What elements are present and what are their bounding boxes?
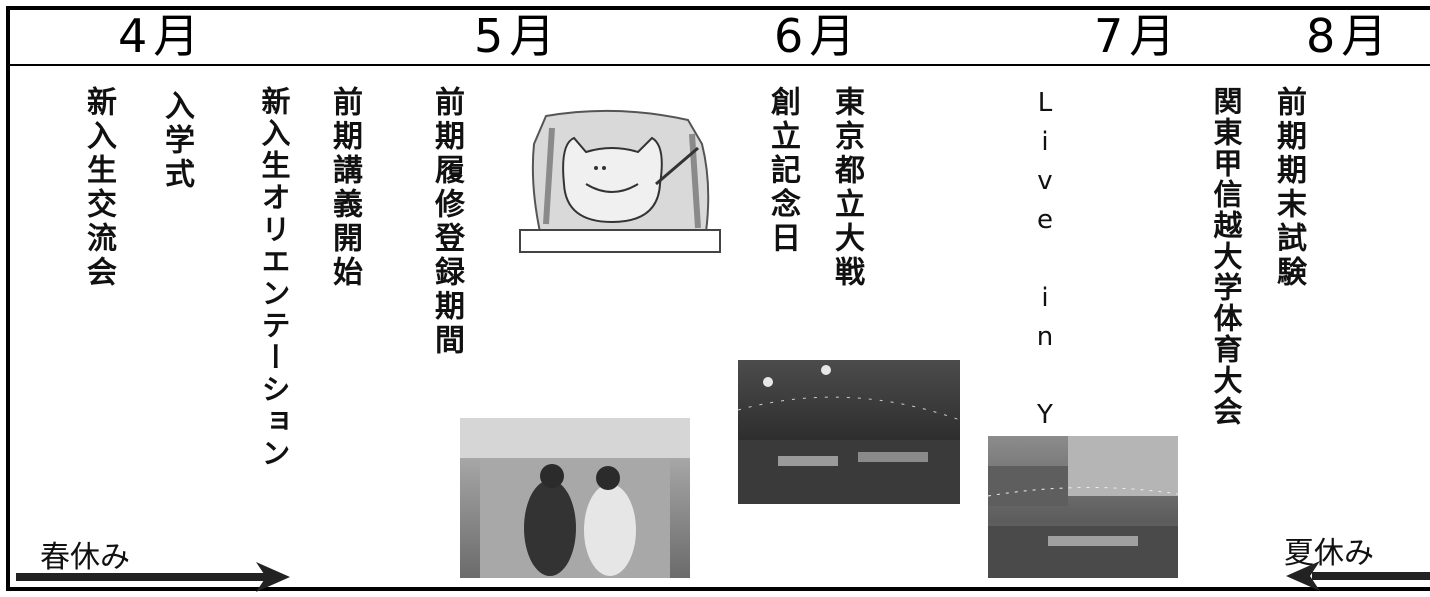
event-new-student-orientation: 新入生オリエンテーション xyxy=(257,86,291,470)
event-entrance-ceremony: 入学式 xyxy=(159,90,194,192)
month-april: 4月 xyxy=(118,9,206,63)
event-first-term-lectures: 前期講義開始 xyxy=(327,86,362,290)
arrow-right-icon xyxy=(256,562,290,592)
event-kanto-sports-meet: 関東甲信越大学体育大会 xyxy=(1209,86,1243,427)
event-new-student-exchange: 新入生交流会 xyxy=(81,86,116,290)
spring-break-label: 春休み xyxy=(40,540,130,575)
event-final-exams: 前期期末試験 xyxy=(1271,86,1306,290)
month-may: 5月 xyxy=(474,9,562,63)
month-july: 7月 xyxy=(1094,9,1182,63)
event-founding-day: 創立記念日 xyxy=(765,86,800,256)
outdoor-party-photo xyxy=(988,436,1178,578)
cat-mascot-illustration xyxy=(519,109,721,253)
night-festival-photo xyxy=(738,360,960,504)
yukata-event-photo xyxy=(460,418,690,578)
calendar-frame xyxy=(6,6,1430,591)
month-divider-line xyxy=(10,64,1430,66)
summer-break-label: 夏休み xyxy=(1284,536,1374,571)
event-tokyo-metro-match: 東京都立大戦 xyxy=(829,86,864,290)
arrow-left-icon xyxy=(1286,561,1320,591)
event-course-registration: 前期履修登録期間 xyxy=(429,86,464,358)
spring-break-arrow xyxy=(16,573,268,581)
summer-break-arrow xyxy=(1312,572,1430,580)
month-june: 6月 xyxy=(774,9,862,63)
month-august: 8月 xyxy=(1306,9,1394,63)
